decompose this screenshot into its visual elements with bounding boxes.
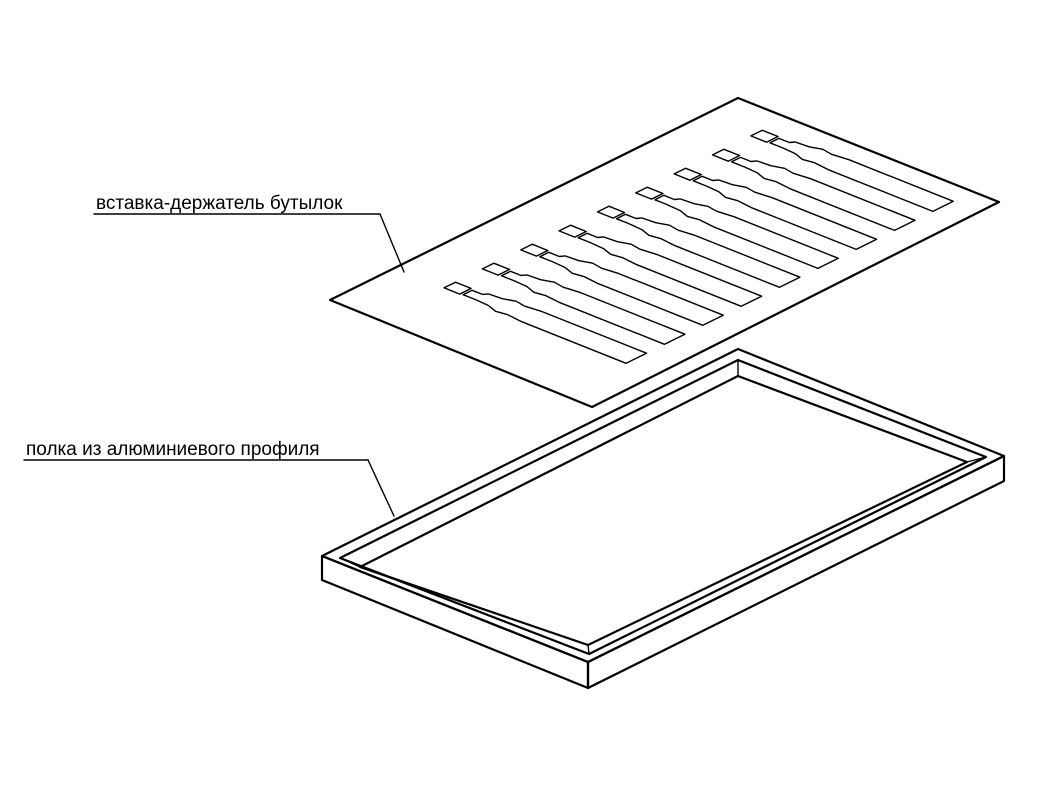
callout-insert: вставка-держатель бутылок [93,193,405,273]
bottle-cap-tab [673,167,702,181]
callout-shelf-leader [367,459,395,517]
callout-insert-label: вставка-держатель бутылок [96,193,343,214]
callout-shelf: полка из алюминиевого профиля [23,439,395,517]
bottle-slot [577,232,763,307]
bottle-cap-tab [635,186,664,200]
bottle-cap-tab [520,243,549,257]
bottle-cap-tab [711,148,741,162]
shelf-front-face [320,554,590,690]
bottle-cap-tab [481,262,511,276]
callout-insert-leader [379,213,405,273]
shelf-corner-right [966,456,987,463]
bottle-slot [615,213,801,288]
bottle-slot [462,289,648,364]
bottle-cap-tab [750,129,779,143]
shelf-corner-front [587,644,590,655]
bottle-cap-tab [596,205,626,219]
bottle-slot [539,251,724,326]
callout-shelf-label: полка из алюминиевого профиля [26,439,320,460]
bottle-slot [692,175,878,251]
bottle-cap-tab [558,224,587,238]
shelf-corner-left [339,557,361,568]
insert-slots [443,129,954,364]
bottle-slot [769,137,954,213]
bottle-slot [654,194,839,270]
bottle-slot [730,156,916,232]
bottle-cap-tab [443,281,472,295]
shelf-right-face [586,454,1006,690]
bottle-holder-insert [328,96,1001,409]
aluminum-shelf [320,347,1006,690]
insert-plate-outline [328,96,1001,409]
bottle-slot [500,270,686,345]
